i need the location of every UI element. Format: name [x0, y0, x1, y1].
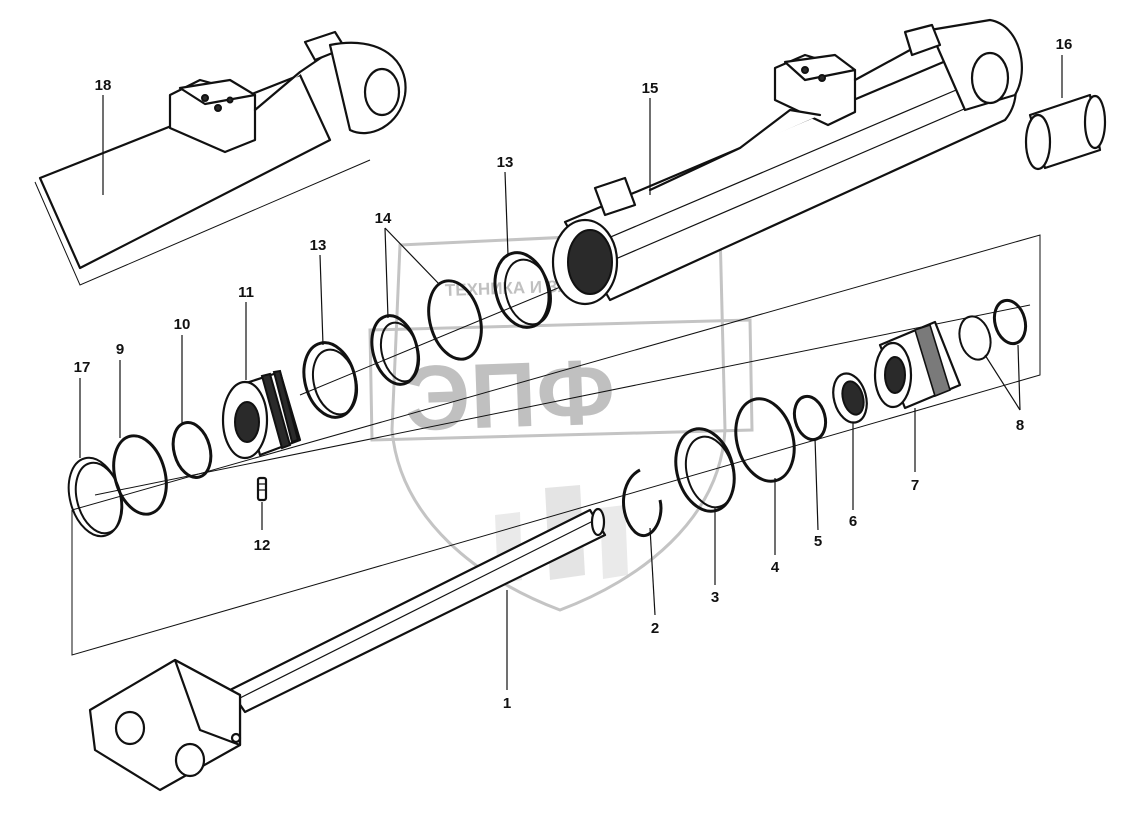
callout-4: 4 — [771, 559, 780, 576]
lower-part-axis — [94, 304, 1031, 496]
callout-15: 15 — [642, 80, 659, 97]
callout-9: 9 — [116, 341, 124, 358]
callout-7: 7 — [911, 477, 919, 494]
ring-13-upper — [493, 251, 552, 329]
leader-2 — [649, 527, 656, 616]
callout-14: 14 — [375, 210, 392, 227]
cylinder-barrel — [551, 18, 1023, 306]
o-ring-14 — [427, 279, 483, 361]
leader-14a — [384, 227, 389, 319]
callout-5: 5 — [814, 533, 822, 550]
leader-14b — [384, 227, 441, 286]
callout-labels: 1 2 3 4 5 6 7 8 9 10 11 12 13 13 14 15 1… — [74, 36, 1073, 712]
leader-5 — [814, 437, 819, 531]
callout-3: 3 — [711, 589, 719, 606]
callout-13-upper: 13 — [497, 154, 514, 171]
callout-6: 6 — [849, 513, 857, 530]
snap-ring-2 — [622, 468, 663, 538]
watermark-shield-outline — [390, 228, 727, 612]
leader-8a — [984, 354, 1021, 411]
leader-lines — [79, 55, 1063, 690]
piston — [221, 369, 302, 460]
set-screw — [256, 476, 268, 502]
leader-8b — [1017, 344, 1021, 411]
wiper-ring-3 — [674, 427, 736, 513]
callout-10: 10 — [174, 316, 191, 333]
callout-1: 1 — [503, 695, 511, 712]
assembly-frame-line — [71, 234, 1041, 656]
backup-ring-17 — [67, 456, 124, 538]
bushing — [1024, 93, 1107, 171]
callout-8: 8 — [1016, 417, 1024, 434]
callout-2: 2 — [651, 620, 659, 637]
ring-14-back — [370, 314, 421, 386]
leader-13-lower — [319, 254, 324, 346]
callout-13-lower: 13 — [310, 237, 327, 254]
seal-6 — [832, 372, 868, 424]
o-ring-4 — [734, 397, 796, 483]
callout-16: 16 — [1056, 36, 1073, 53]
ring-13-lower — [302, 341, 359, 419]
o-ring-10 — [171, 421, 213, 479]
watermark-band — [368, 318, 754, 442]
o-ring-5 — [792, 394, 828, 442]
callout-17: 17 — [74, 359, 91, 376]
callout-18: 18 — [95, 77, 112, 94]
rings-8 — [958, 298, 1028, 361]
detail-barrel-view — [38, 30, 407, 270]
gland-7 — [873, 320, 962, 410]
piston-rod — [88, 507, 607, 792]
o-ring-9 — [112, 434, 168, 516]
leader-13-upper — [504, 171, 509, 256]
callout-12: 12 — [254, 537, 271, 554]
callout-11: 11 — [238, 284, 254, 301]
detail-view-bracket — [34, 159, 371, 286]
